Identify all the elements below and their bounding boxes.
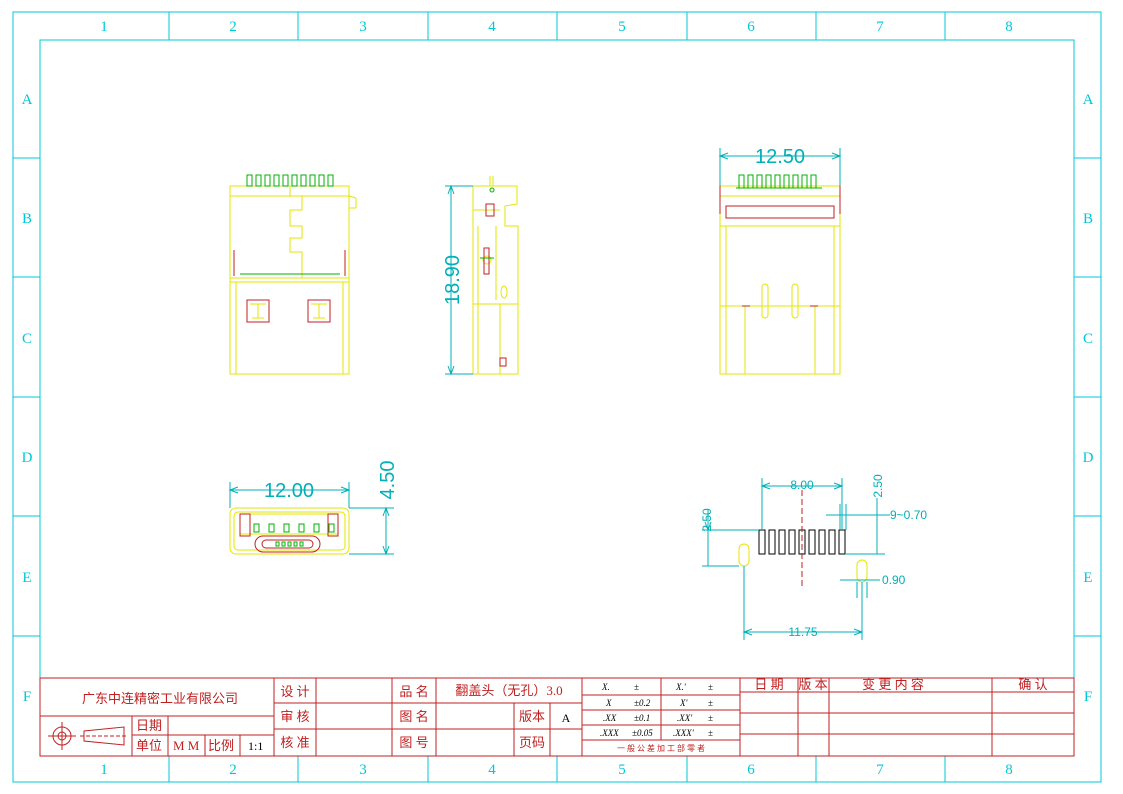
tolerance-cell: .XXX'	[673, 728, 695, 738]
zone-row-right: A	[1083, 92, 1094, 108]
revision-confirm-header: 确 认	[1018, 677, 1047, 692]
zone-row-right: F	[1084, 689, 1092, 705]
zone-row-right: D	[1083, 450, 1094, 466]
tolerance-cell: ±0.05	[632, 728, 653, 738]
dimension-text-pcb-pin-count: 9~0.70	[890, 508, 927, 522]
zone-col-bottom: 5	[618, 762, 626, 778]
front-face-cavity	[239, 513, 339, 553]
zone-col-top: 3	[359, 19, 367, 35]
part-name-value: 翻盖头（无孔）3.0	[455, 683, 562, 698]
pcb-footprint	[758, 529, 846, 555]
tolerance-cell: ±	[708, 682, 713, 692]
side-view-details	[483, 203, 507, 367]
zone-row-right: E	[1083, 570, 1092, 586]
zone-row-left: C	[22, 331, 32, 347]
drawing-frame	[12, 11, 1102, 783]
zone-row-left: E	[22, 570, 31, 586]
version-label: 版本	[519, 709, 545, 724]
zone-col-bottom: 1	[100, 762, 108, 778]
page-label: 页码	[519, 735, 545, 750]
zone-col-top: 4	[488, 19, 496, 35]
tolerance-cell: .XX	[603, 713, 617, 723]
dimension-text-front-height: 4.50	[377, 461, 399, 500]
dimension-18-90	[445, 184, 473, 376]
connector-top-view	[229, 185, 357, 375]
tolerance-cell: ±0.2	[634, 698, 651, 708]
dimension-text-pcb-pin-span: 8.00	[790, 478, 814, 492]
dimension-text-front-width: 12.00	[264, 480, 314, 502]
zone-labels: 1 2 3 4 5 6 7 8 1 2 3 4 5 6 7 8 A B C D …	[22, 19, 1094, 778]
tolerance-cell: X	[605, 698, 612, 708]
company-name: 广东中连精密工业有限公司	[82, 691, 238, 706]
zone-col-top: 5	[618, 19, 626, 35]
zone-row-left: B	[22, 211, 32, 227]
tolerance-cell: X.'	[675, 682, 687, 692]
tolerance-cell: .XX'	[677, 713, 693, 723]
zone-col-top: 6	[747, 19, 755, 35]
tolerance-cell: ±	[708, 728, 713, 738]
zone-row-right: C	[1083, 331, 1093, 347]
tolerance-cell: X.	[601, 682, 610, 692]
drawing-name-label: 图 名	[399, 709, 428, 724]
side-view-pins	[480, 187, 495, 259]
projection-symbol-icon	[48, 722, 128, 750]
revision-version-header: 版 本	[798, 677, 827, 692]
zone-row-left: D	[22, 450, 33, 466]
unit-label: 单位	[136, 738, 162, 753]
dimension-12-50	[718, 148, 842, 186]
zone-row-left: A	[22, 92, 33, 108]
bottom-view-pins	[736, 174, 822, 189]
approve-label: 核 准	[280, 735, 309, 750]
design-label: 设 计	[280, 684, 309, 699]
dimension-text-pcb-left-offset: 2.50	[700, 508, 714, 532]
version-value: A	[562, 711, 571, 725]
tolerance-cell: ±	[634, 682, 639, 692]
dimension-text-side-height: 18.90	[442, 255, 464, 305]
tolerance-note: 一 般 公 差 加 工 部 零 者	[617, 743, 705, 753]
zone-col-bottom: 8	[1005, 762, 1013, 778]
front-face-pins	[253, 523, 335, 547]
tolerance-cell: ±	[708, 698, 713, 708]
unit-value: M M	[173, 738, 200, 753]
zone-col-bottom: 3	[359, 762, 367, 778]
tolerance-cell: ±	[708, 713, 713, 723]
connector-side-view	[472, 176, 519, 375]
tolerance-cell: .XXX	[600, 728, 619, 738]
zone-col-bottom: 6	[747, 762, 755, 778]
zone-col-top: 7	[876, 19, 884, 35]
pcb-dimension-lines	[702, 478, 890, 640]
revision-change-header: 变 更 内 容	[862, 677, 924, 692]
drawing-no-label: 图 号	[399, 735, 428, 750]
tolerance-cell: X'	[679, 698, 688, 708]
dimension-text-pcb-peg-span: 11.75	[788, 625, 817, 639]
revision-date-header: 日 期	[754, 677, 783, 692]
top-view-pins	[240, 174, 340, 275]
zone-col-top: 1	[100, 19, 108, 35]
dimension-text-top-width: 12.50	[755, 146, 805, 168]
date-label: 日期	[136, 718, 162, 733]
bottom-view-details	[719, 186, 841, 307]
zone-row-right: B	[1083, 211, 1093, 227]
pcb-mounting-slots	[738, 543, 868, 583]
zone-col-top: 8	[1005, 19, 1013, 35]
scale-value: 1:1	[248, 739, 263, 753]
connector-bottom-view	[719, 185, 841, 375]
dimension-12-00	[228, 482, 351, 508]
zone-col-bottom: 4	[488, 762, 496, 778]
dimension-text-pcb-hole: 0.90	[882, 573, 906, 587]
part-name-label: 品 名	[399, 684, 428, 699]
dimension-text-pcb-pitch: 2.50	[871, 474, 885, 498]
dimension-4-50	[349, 506, 394, 556]
scale-label: 比例	[208, 738, 234, 753]
check-label: 审 核	[280, 709, 309, 724]
zone-col-bottom: 2	[229, 762, 237, 778]
zone-col-top: 2	[229, 19, 237, 35]
zone-col-bottom: 7	[876, 762, 884, 778]
tolerance-cell: ±0.1	[634, 713, 650, 723]
title-block-lines	[39, 677, 1075, 757]
zone-row-left: F	[23, 689, 31, 705]
